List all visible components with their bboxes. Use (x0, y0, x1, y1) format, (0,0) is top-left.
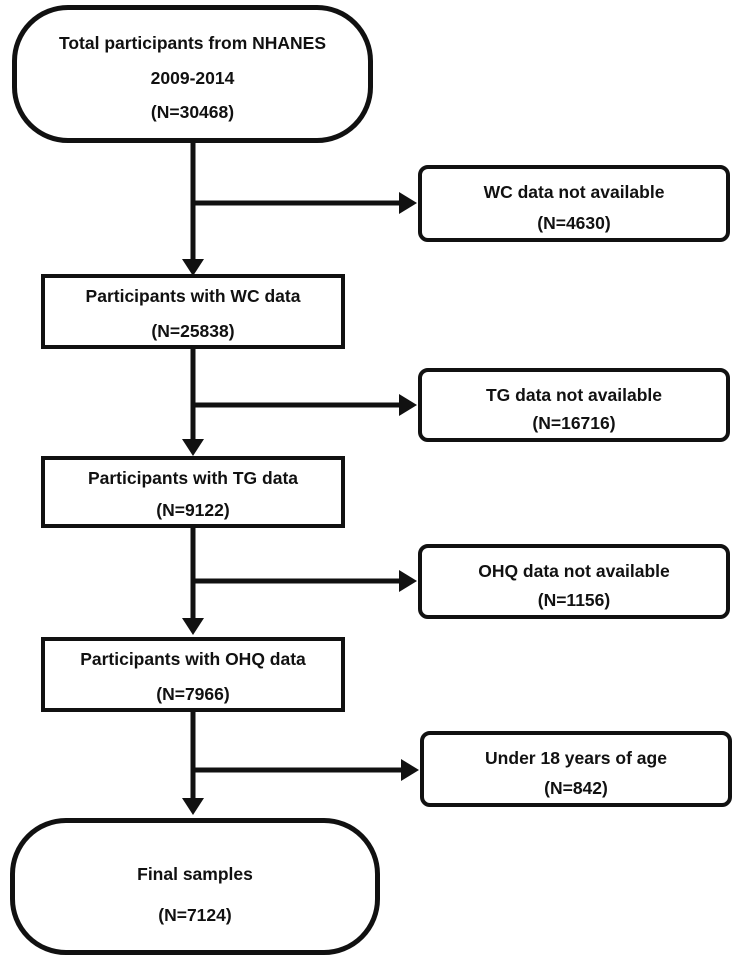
node-title-line: OHQ data not available (478, 561, 670, 581)
node-title-line: Participants with TG data (87, 468, 299, 488)
node-final-samples: Final samples (N=7124) (10, 818, 380, 955)
node-count: (N=1156) (537, 590, 611, 610)
node-title-line: Participants with OHQ data (80, 649, 306, 669)
node-wc-excluded: WC data not available (N=4630) (418, 165, 730, 242)
arrow-right-wc-excluded (193, 192, 417, 214)
node-title-line: Total participants from NHANES (58, 33, 327, 53)
node-count: (N=25838) (151, 321, 235, 341)
node-title-line: WC data not available (483, 182, 665, 202)
node-count: (N=842) (544, 778, 608, 798)
node-count: (N=4630) (537, 213, 611, 233)
node-title-line: Participants with WC data (85, 286, 301, 306)
node-tg-excluded: TG data not available (N=16716) (418, 368, 730, 442)
arrow-right-tg-excluded (193, 394, 417, 416)
arrow-down-ohq-to-final (182, 711, 204, 815)
node-title-line: Under 18 years of age (485, 748, 667, 768)
node-participants-wc: Participants with WC data (N=25838) (41, 274, 345, 349)
node-participants-ohq: Participants with OHQ data (N=7966) (41, 637, 345, 712)
node-ohq-excluded: OHQ data not available (N=1156) (418, 544, 730, 619)
arrow-down-wc-to-tg (182, 347, 204, 456)
node-count: (N=9122) (156, 500, 230, 520)
node-under-18-excluded: Under 18 years of age (N=842) (420, 731, 732, 807)
node-year-line: 2009-2014 (150, 67, 235, 88)
node-count: (N=16716) (532, 413, 616, 433)
node-participants-tg: Participants with TG data (N=9122) (41, 456, 345, 528)
node-count: (N=7966) (156, 684, 230, 704)
node-total-participants: Total participants from NHANES 2009-2014… (12, 5, 373, 143)
node-count: (N=30468) (150, 102, 235, 122)
node-title-line: Final samples (137, 864, 253, 884)
arrow-right-ohq-excluded (193, 570, 417, 592)
arrow-down-tg-to-ohq (182, 526, 204, 635)
node-count: (N=7124) (158, 905, 232, 925)
arrow-right-age-excluded (193, 759, 419, 781)
node-title-line: TG data not available (485, 385, 663, 405)
arrow-down-total-to-wc (182, 141, 204, 276)
